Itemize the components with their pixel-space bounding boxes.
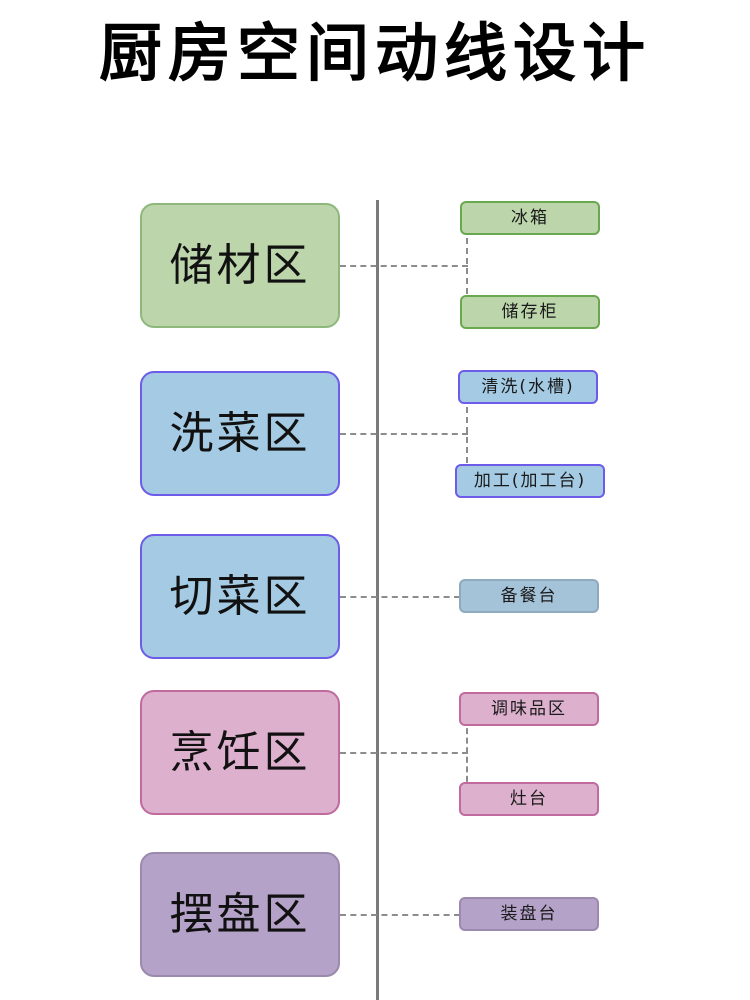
page-title: 厨房空间动线设计: [99, 17, 651, 90]
zone-label: 摆盘区: [169, 888, 311, 940]
connector-cutting-trunk: [340, 596, 460, 598]
sub-box-label: 灶台: [510, 788, 548, 809]
connector-storage-trunk: [340, 265, 468, 267]
zone-label: 切菜区: [169, 570, 311, 622]
zone-label: 洗菜区: [169, 407, 311, 459]
sub-box-label: 清洗(水槽): [481, 376, 575, 397]
zone-box-cutting[interactable]: 切菜区: [140, 534, 340, 659]
connector-storage-riser: [466, 218, 468, 314]
connector-cooking-trunk: [340, 752, 468, 754]
sub-box-label: 加工(加工台): [473, 470, 587, 491]
sub-box-sink-wash[interactable]: 清洗(水槽): [458, 370, 598, 404]
zone-box-storage[interactable]: 储材区: [140, 203, 340, 328]
zone-box-plating[interactable]: 摆盘区: [140, 852, 340, 977]
sub-box-label: 调味品区: [491, 698, 567, 719]
connector-cooking-riser: [466, 709, 468, 801]
sub-box-storage-cabinet[interactable]: 储存柜: [460, 295, 600, 329]
sub-box-stove[interactable]: 灶台: [459, 782, 599, 816]
sub-box-prep-station[interactable]: 加工(加工台): [455, 464, 605, 498]
zone-box-washing[interactable]: 洗菜区: [140, 371, 340, 496]
connector-washing-trunk: [340, 433, 468, 435]
connector-washing-riser: [466, 387, 468, 483]
sub-box-label: 装盘台: [500, 903, 558, 924]
zone-label: 储材区: [169, 239, 311, 291]
sub-box-plating-counter[interactable]: 装盘台: [459, 897, 599, 931]
sub-box-seasoning-area[interactable]: 调味品区: [459, 692, 599, 726]
connector-plating-trunk: [340, 914, 460, 916]
sub-box-label: 储存柜: [501, 301, 559, 322]
sub-box-label: 冰箱: [511, 207, 549, 228]
sub-box-label: 备餐台: [500, 585, 558, 606]
sub-box-serving-counter[interactable]: 备餐台: [459, 579, 599, 613]
zone-label: 烹饪区: [169, 726, 311, 778]
zone-box-cooking[interactable]: 烹饪区: [140, 690, 340, 815]
vertical-spine-line: [376, 200, 379, 1000]
sub-box-refrigerator[interactable]: 冰箱: [460, 201, 600, 235]
